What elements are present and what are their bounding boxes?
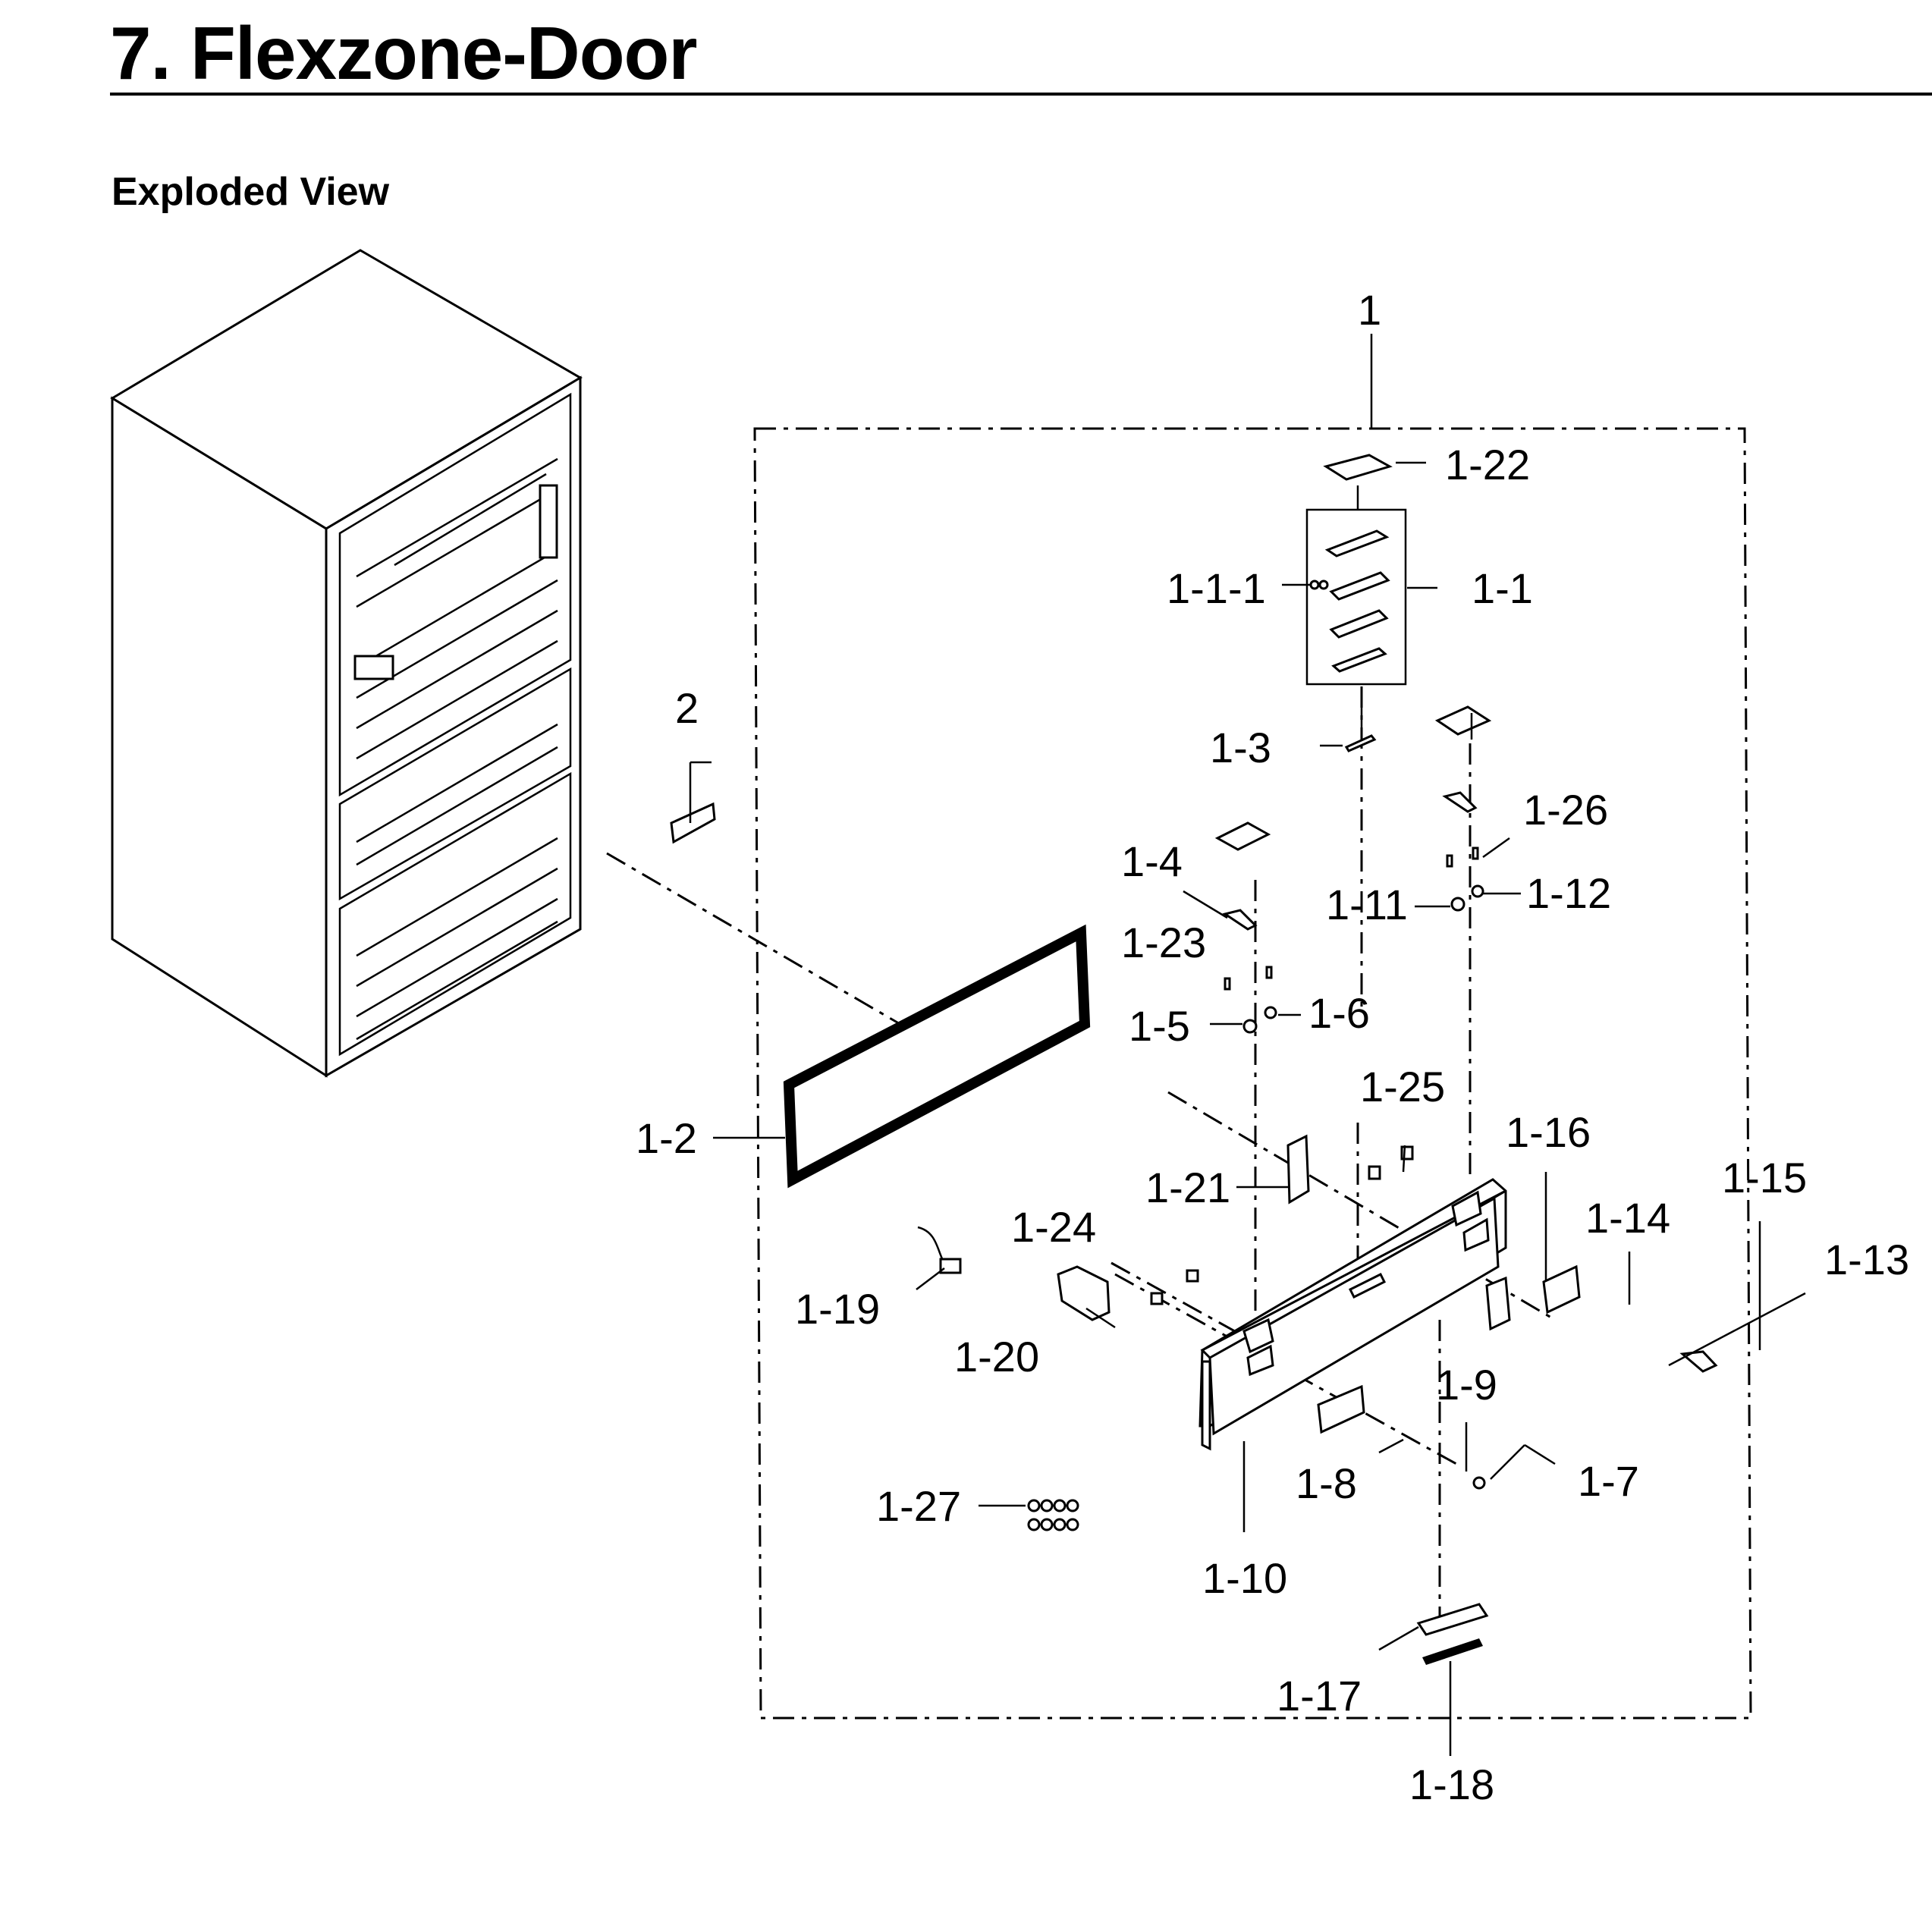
callout-1-1: 1-1	[1472, 564, 1533, 612]
part-1-23-1-6-pins	[1224, 966, 1277, 1034]
callout-1-21: 1-21	[1145, 1164, 1230, 1211]
section-subtitle: Exploded View	[112, 170, 390, 214]
callout-labels: 1 1-22 1-1-1 1-1 2 1-3 1-26 1-4 1-11 1-1…	[636, 286, 1909, 1808]
callout-1-16: 1-16	[1506, 1108, 1591, 1156]
part-1-7-screw	[1472, 1476, 1486, 1490]
callout-1-2: 1-2	[636, 1114, 697, 1162]
callout-1-27: 1-27	[876, 1482, 961, 1530]
callout-1-17: 1-17	[1277, 1672, 1362, 1720]
part-1-8-plate	[1317, 1384, 1365, 1434]
callout-2: 2	[675, 684, 699, 732]
part-1-25-screws	[1368, 1145, 1414, 1180]
part-1-20-bracket	[1057, 1265, 1111, 1321]
part-1-19-cable	[917, 1226, 962, 1274]
part-1-10-door-body	[1198, 1178, 1511, 1451]
callout-1-20: 1-20	[954, 1333, 1039, 1380]
callout-1-9: 1-9	[1436, 1361, 1497, 1409]
part-1-22-cover	[1323, 454, 1393, 481]
part-1-27-screws	[1027, 1499, 1079, 1531]
part-left-cap	[1214, 821, 1271, 851]
callout-1-13: 1-13	[1824, 1236, 1909, 1283]
callout-1-14: 1-14	[1585, 1194, 1670, 1242]
callout-1-26: 1-26	[1523, 786, 1608, 834]
callout-1-7: 1-7	[1578, 1457, 1639, 1505]
part-right-cap	[1434, 705, 1492, 736]
part-2-bracket	[670, 802, 716, 844]
part-1-26-hinge	[1442, 791, 1478, 813]
part-1-1-handle-set	[1305, 508, 1407, 686]
part-1-4-hinge	[1222, 909, 1258, 931]
callout-1-18: 1-18	[1409, 1761, 1494, 1808]
leader-lines	[689, 461, 1806, 1756]
part-1-1-1-screws	[1309, 580, 1329, 590]
callout-1-10: 1-10	[1202, 1554, 1287, 1602]
callout-1-3: 1-3	[1210, 724, 1271, 771]
part-1-24-screws	[1150, 1269, 1199, 1305]
callout-1-24: 1-24	[1011, 1203, 1096, 1251]
part-1-3-strip	[1344, 734, 1377, 752]
part-1-16-plate	[1542, 1264, 1581, 1315]
part-1-2-gasket	[783, 924, 1091, 1189]
callout-1-1-1: 1-1-1	[1167, 564, 1266, 612]
part-1-12-pins	[1446, 846, 1484, 912]
callout-1-8: 1-8	[1296, 1459, 1357, 1507]
part-1-17-strip	[1416, 1603, 1489, 1636]
callout-1-5: 1-5	[1129, 1002, 1190, 1050]
callout-1: 1	[1358, 286, 1381, 334]
callout-1-12: 1-12	[1526, 869, 1611, 917]
callout-1-6: 1-6	[1308, 989, 1370, 1037]
callout-1-15: 1-15	[1722, 1154, 1807, 1201]
callout-1-11: 1-11	[1326, 881, 1408, 928]
part-1-13-screw	[1679, 1350, 1718, 1373]
callout-1-23: 1-23	[1121, 919, 1206, 966]
callout-1-19: 1-19	[795, 1285, 880, 1333]
callout-1-22: 1-22	[1445, 441, 1530, 488]
part-1-18-strip	[1422, 1638, 1483, 1665]
title-rule	[110, 93, 1932, 96]
page-title: 7. Flexzone-Door	[110, 11, 698, 95]
assembly-boundary	[753, 427, 1752, 1720]
callout-1-25: 1-25	[1360, 1063, 1445, 1110]
callout-1-4: 1-4	[1121, 837, 1183, 885]
refrigerator-cabinet	[110, 249, 583, 1078]
part-1-21-bracket	[1286, 1134, 1310, 1205]
